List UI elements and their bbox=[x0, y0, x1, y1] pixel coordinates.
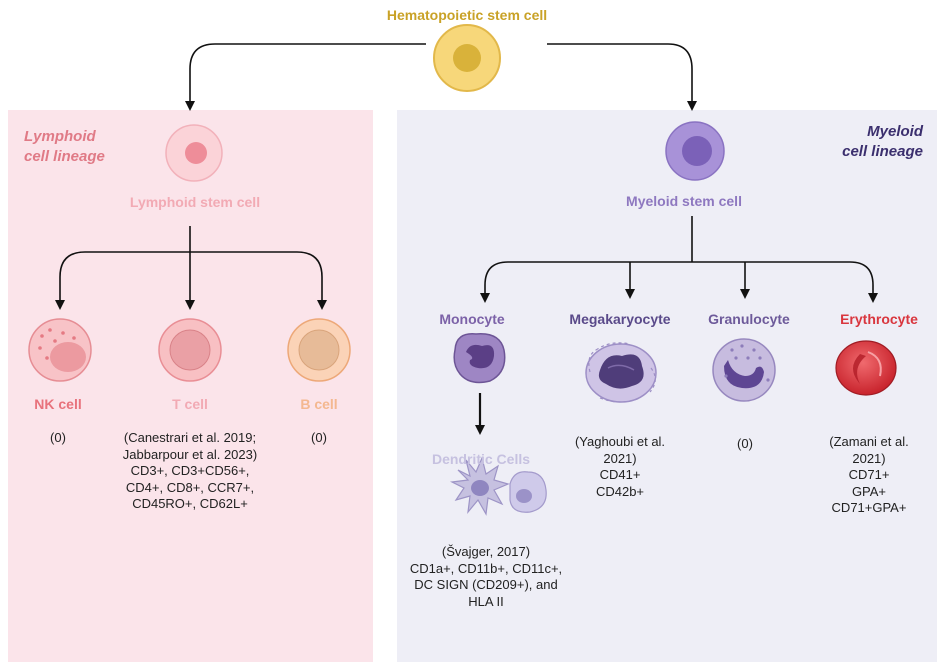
t-cell-note: (Canestrari et al. 2019; Jabbarpour et a… bbox=[123, 430, 257, 513]
lymphoid-panel bbox=[8, 110, 373, 662]
b-note: (0) bbox=[311, 430, 327, 445]
mega-note-line: 2021) bbox=[603, 450, 637, 466]
dc-note-line: (Švajger, 2017) bbox=[441, 544, 531, 559]
dendritic-cell-small-icon bbox=[509, 471, 547, 513]
hsc-label: Hematopoietic stem cell bbox=[386, 7, 548, 23]
connectors bbox=[55, 43, 878, 435]
t-cell-icon bbox=[158, 318, 222, 382]
hematopoietic-stem-cell-icon bbox=[433, 24, 501, 92]
erythrocyte-label: Erythrocyte bbox=[840, 311, 918, 327]
dc-note-line: CD1a+, CD11b+, CD11c+, bbox=[409, 560, 563, 576]
myeloid-lineage-title: Myeloid cell lineage bbox=[842, 122, 923, 162]
t-note-line: CD3+, CD3+CD56+, bbox=[130, 463, 250, 478]
granulocyte-label: Granulocyte bbox=[708, 311, 790, 327]
lymphoid-title-line2: cell lineage bbox=[24, 148, 105, 165]
mega-note-line: CD41+ bbox=[599, 467, 641, 482]
megakaryocyte-note: (Yaghoubi et al. 2021) CD41+ CD42b+ bbox=[575, 434, 665, 500]
arrow-to-lymphoid bbox=[185, 43, 426, 111]
ery-note-line: CD71+GPA+ bbox=[831, 500, 907, 515]
myeloid-stem-cell-icon bbox=[665, 121, 725, 181]
myeloid-stem-label: Myeloid stem cell bbox=[626, 193, 742, 209]
nk-cell-icon bbox=[28, 318, 92, 382]
b-cell-label: B cell bbox=[300, 396, 338, 412]
t-note-line: CD4+, CD8+, CCR7+, bbox=[125, 479, 255, 495]
megakaryocyte-label: Megakaryocyte bbox=[569, 311, 671, 327]
arrow-to-myeloid bbox=[547, 43, 697, 111]
granulocyte-icon bbox=[712, 338, 776, 402]
ery-note-line: (Zamani et al. bbox=[829, 434, 909, 449]
b-cell-icon bbox=[287, 318, 351, 382]
dendritic-note: (Švajger, 2017) CD1a+, CD11b+, CD11c+, D… bbox=[410, 544, 562, 610]
nk-note: (0) bbox=[50, 430, 66, 445]
lymphoid-stem-label: Lymphoid stem cell bbox=[129, 194, 261, 210]
monocyte-label: Monocyte bbox=[439, 311, 505, 327]
ery-note-line: 2021) bbox=[852, 450, 886, 466]
mega-note-line: CD42b+ bbox=[595, 483, 645, 499]
granulocyte-note: (0) bbox=[737, 436, 753, 451]
ery-note-line: CD71+ bbox=[848, 467, 890, 482]
dc-note-line: DC SIGN (CD209+), and bbox=[414, 577, 558, 592]
nk-cell-label: NK cell bbox=[34, 396, 82, 412]
erythrocyte-note: (Zamani et al. 2021) CD71+ GPA+ CD71+GPA… bbox=[829, 434, 908, 517]
lymphoid-title-line1: Lymphoid bbox=[24, 128, 96, 145]
t-note-line: Jabbarpour et al. 2023) bbox=[122, 446, 258, 462]
megakaryocyte-icon bbox=[585, 342, 657, 403]
t-note-line: (Canestrari et al. 2019; bbox=[123, 430, 257, 445]
mega-note-line: (Yaghoubi et al. bbox=[574, 434, 666, 449]
t-note-line: CD45RO+, CD62L+ bbox=[132, 496, 248, 511]
t-cell-label: T cell bbox=[172, 396, 208, 412]
myeloid-title-line1: Myeloid bbox=[867, 123, 923, 140]
lymphoid-stem-cell-icon bbox=[165, 124, 223, 182]
myeloid-title-line2: cell lineage bbox=[842, 143, 923, 160]
dc-note-line: HLA II bbox=[468, 593, 504, 609]
dendritic-cell-icon bbox=[449, 456, 510, 516]
lymphoid-lineage-title: Lymphoid cell lineage bbox=[24, 127, 105, 167]
ery-note-line: GPA+ bbox=[851, 483, 887, 499]
monocyte-icon bbox=[453, 333, 506, 384]
dendritic-label: Dendritic Cells bbox=[431, 451, 531, 467]
erythrocyte-icon bbox=[835, 340, 897, 396]
